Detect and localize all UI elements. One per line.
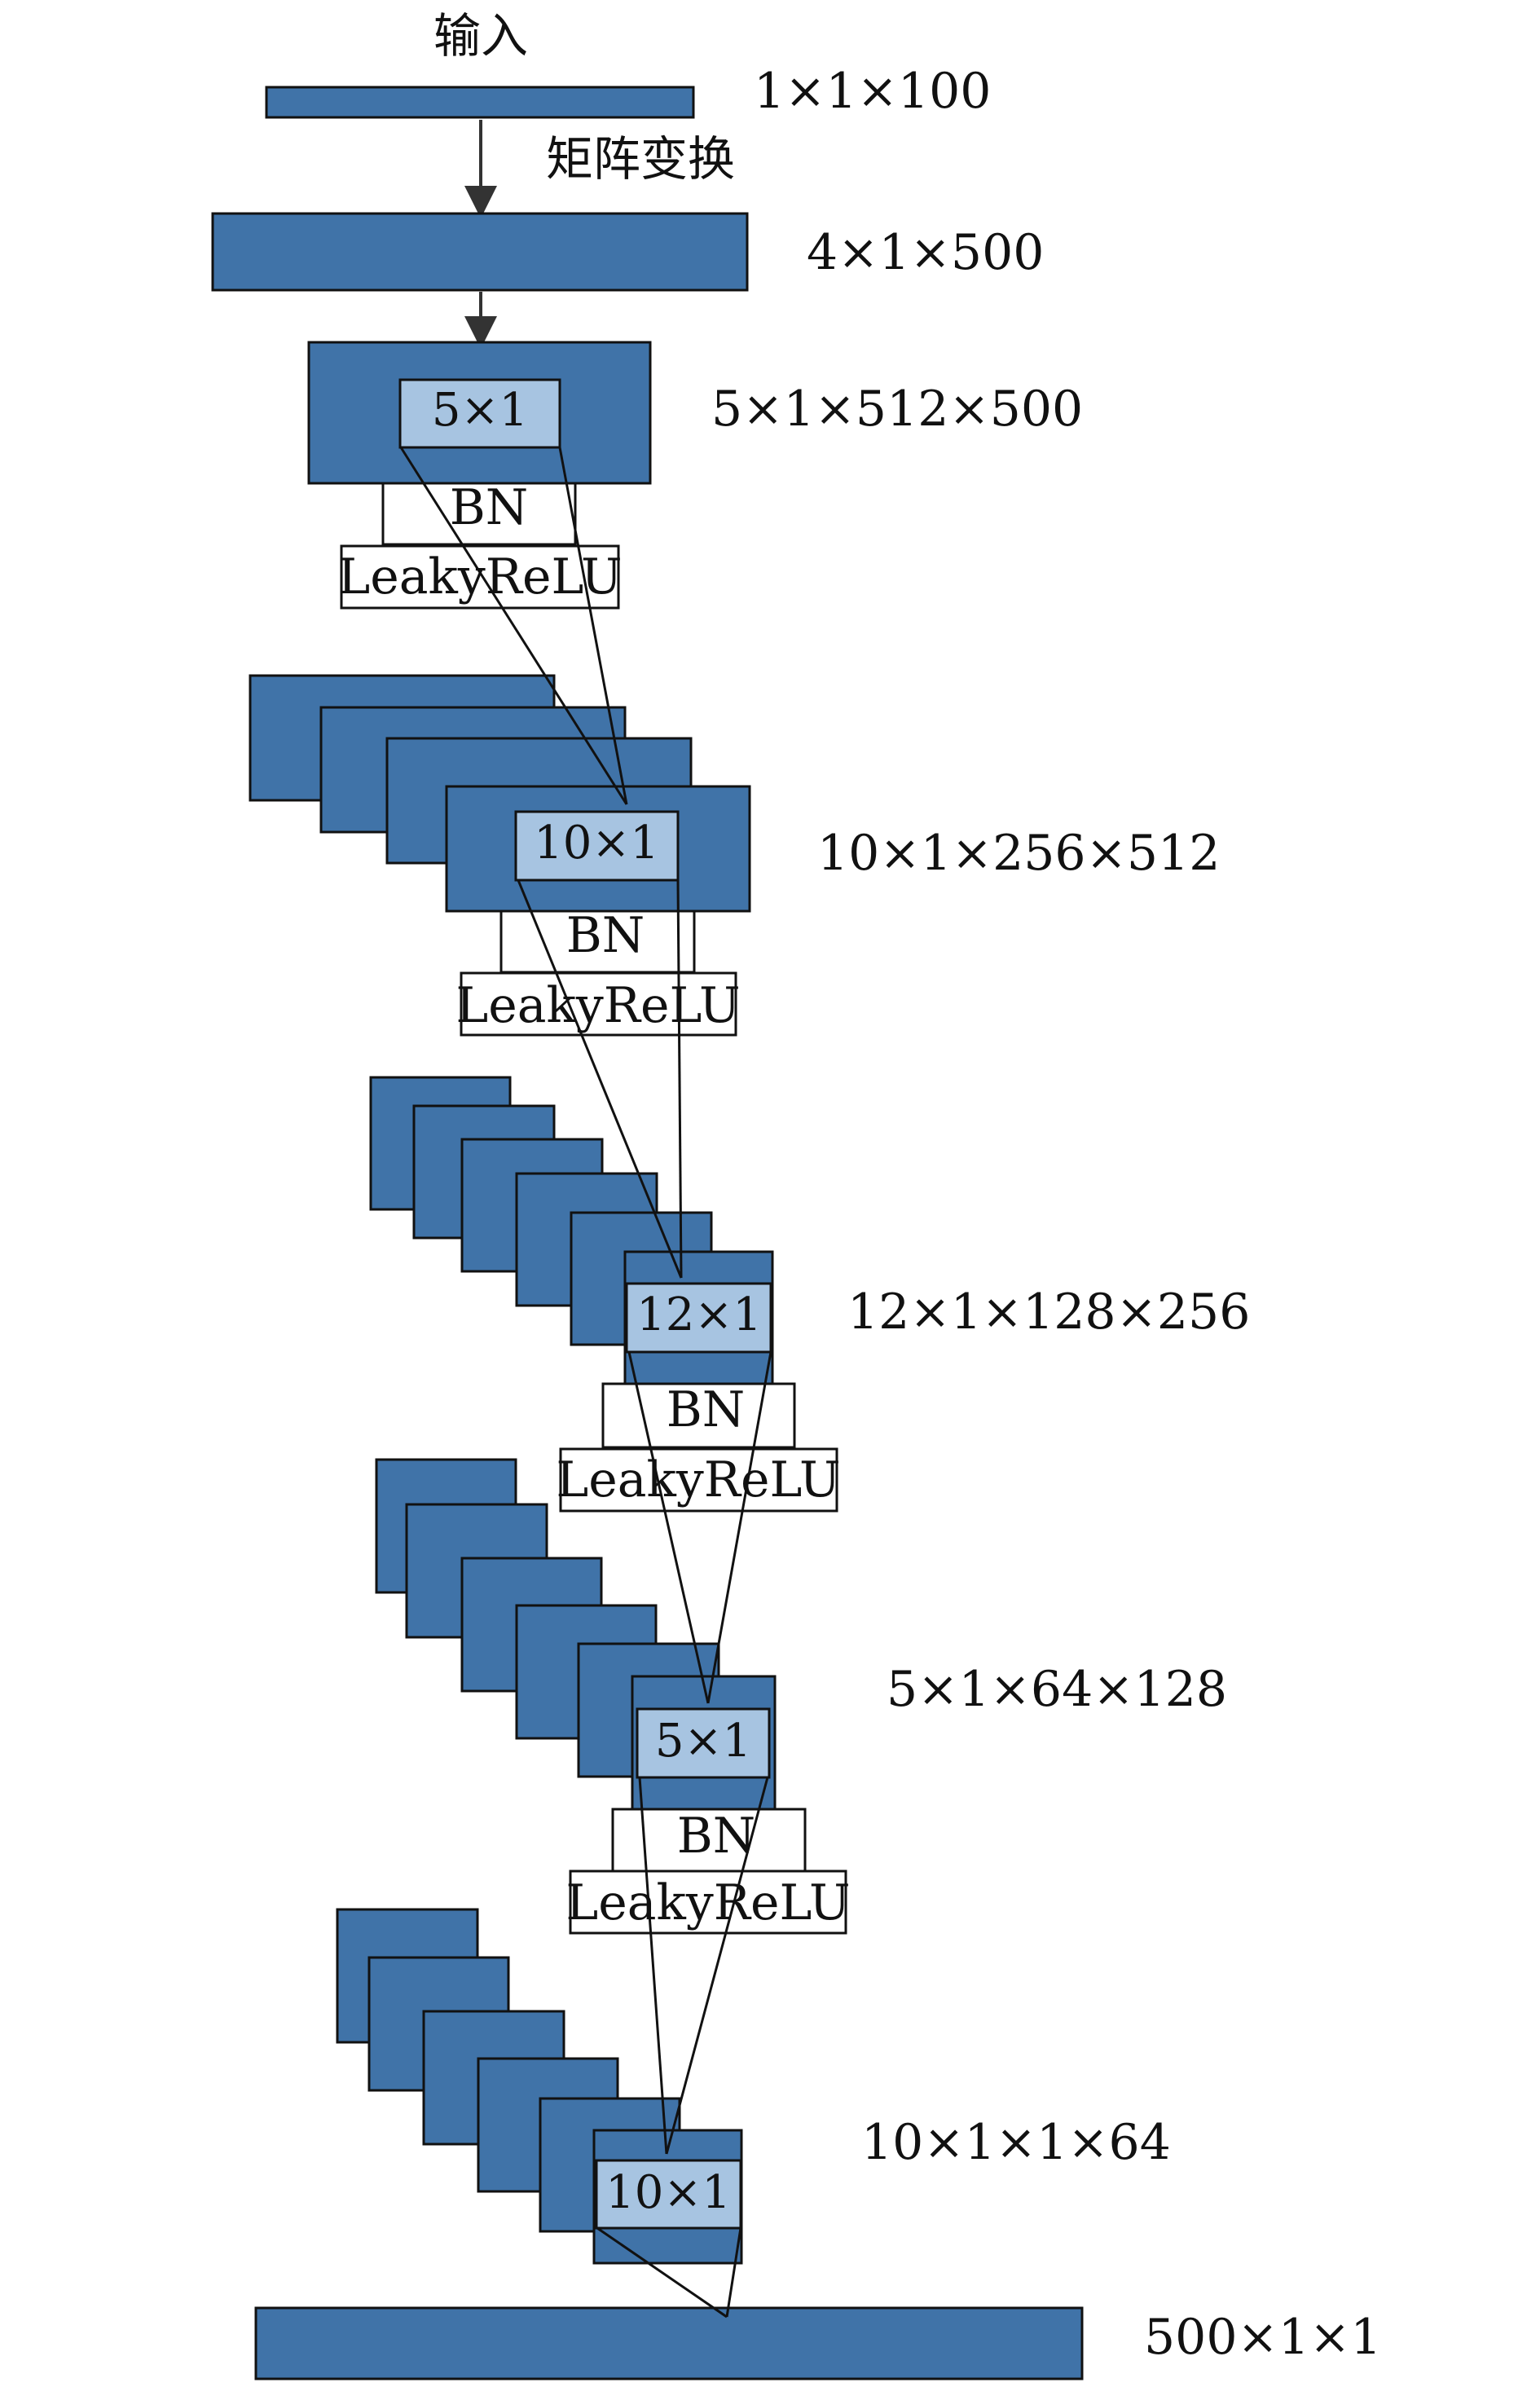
layer1-dim-label: 5×1×512×500 (711, 381, 1083, 438)
layer4-activation-box (569, 1870, 847, 1935)
layer2-bn-label: BN (566, 907, 645, 964)
layer4-kernel (636, 1707, 771, 1779)
projection-line (706, 1351, 772, 1704)
projection-line (638, 1777, 668, 2155)
layer3-activation-box (559, 1447, 838, 1513)
projection-lines (399, 447, 772, 2319)
output-vector-block (254, 2306, 1084, 2380)
transform-label: 矩阵变换 (546, 131, 735, 187)
layer4-bn-label: BN (677, 1808, 756, 1865)
input-vector-block (265, 86, 695, 119)
projection-line (676, 879, 683, 1279)
layer5-block-stack (336, 1908, 743, 2265)
layer1-bn-label: BN (450, 479, 529, 536)
layer4-activation-label: LeakyReLU (565, 1874, 850, 1931)
layer3-dim-label: 12×1×128×256 (847, 1284, 1250, 1341)
input-label: 输入 (433, 8, 528, 64)
layer5-kernel-label: 10×1 (605, 2166, 731, 2219)
layer4-dim-label: 5×1×64×128 (887, 1661, 1227, 1718)
output-dim-label: 500×1×1 (1144, 2309, 1381, 2366)
layer2-bn-box (499, 909, 696, 974)
projection-line (399, 447, 628, 805)
projection-line (665, 1777, 769, 2155)
layer3-activation-label: LeakyReLU (556, 1451, 840, 1508)
projection-line (627, 1351, 710, 1704)
layer1-bn-box (381, 482, 577, 546)
layer2-kernel (514, 810, 680, 882)
layer1-kernel-label: 5×1 (432, 384, 528, 437)
projection-line (517, 879, 683, 1279)
layer1-activation-label: LeakyReLU (337, 548, 622, 606)
layer3-kernel (625, 1282, 772, 1354)
layer2-activation-box (460, 971, 737, 1037)
layer4-kernel-label: 5×1 (655, 1715, 751, 1768)
layer2-dim-label: 10×1×256×512 (817, 825, 1220, 882)
layer1-kernel (398, 378, 561, 449)
reshape-dim-label: 4×1×500 (807, 224, 1044, 281)
layer3-kernel-label: 12×1 (636, 1288, 762, 1341)
layer2-kernel-label: 10×1 (534, 817, 659, 870)
projection-line (596, 2226, 728, 2319)
layer2-activation-label: LeakyReLU (455, 977, 740, 1034)
layer5-dim-label: 10×1×1×64 (861, 2114, 1171, 2171)
projection-line (725, 2227, 742, 2318)
projection-line (558, 447, 628, 805)
input-dim-label: 1×1×100 (754, 63, 991, 120)
reshape-block (211, 212, 749, 292)
layer3-bn-label: BN (667, 1381, 746, 1438)
layer1-activation-box (340, 544, 620, 610)
layer5-kernel (595, 2159, 742, 2230)
